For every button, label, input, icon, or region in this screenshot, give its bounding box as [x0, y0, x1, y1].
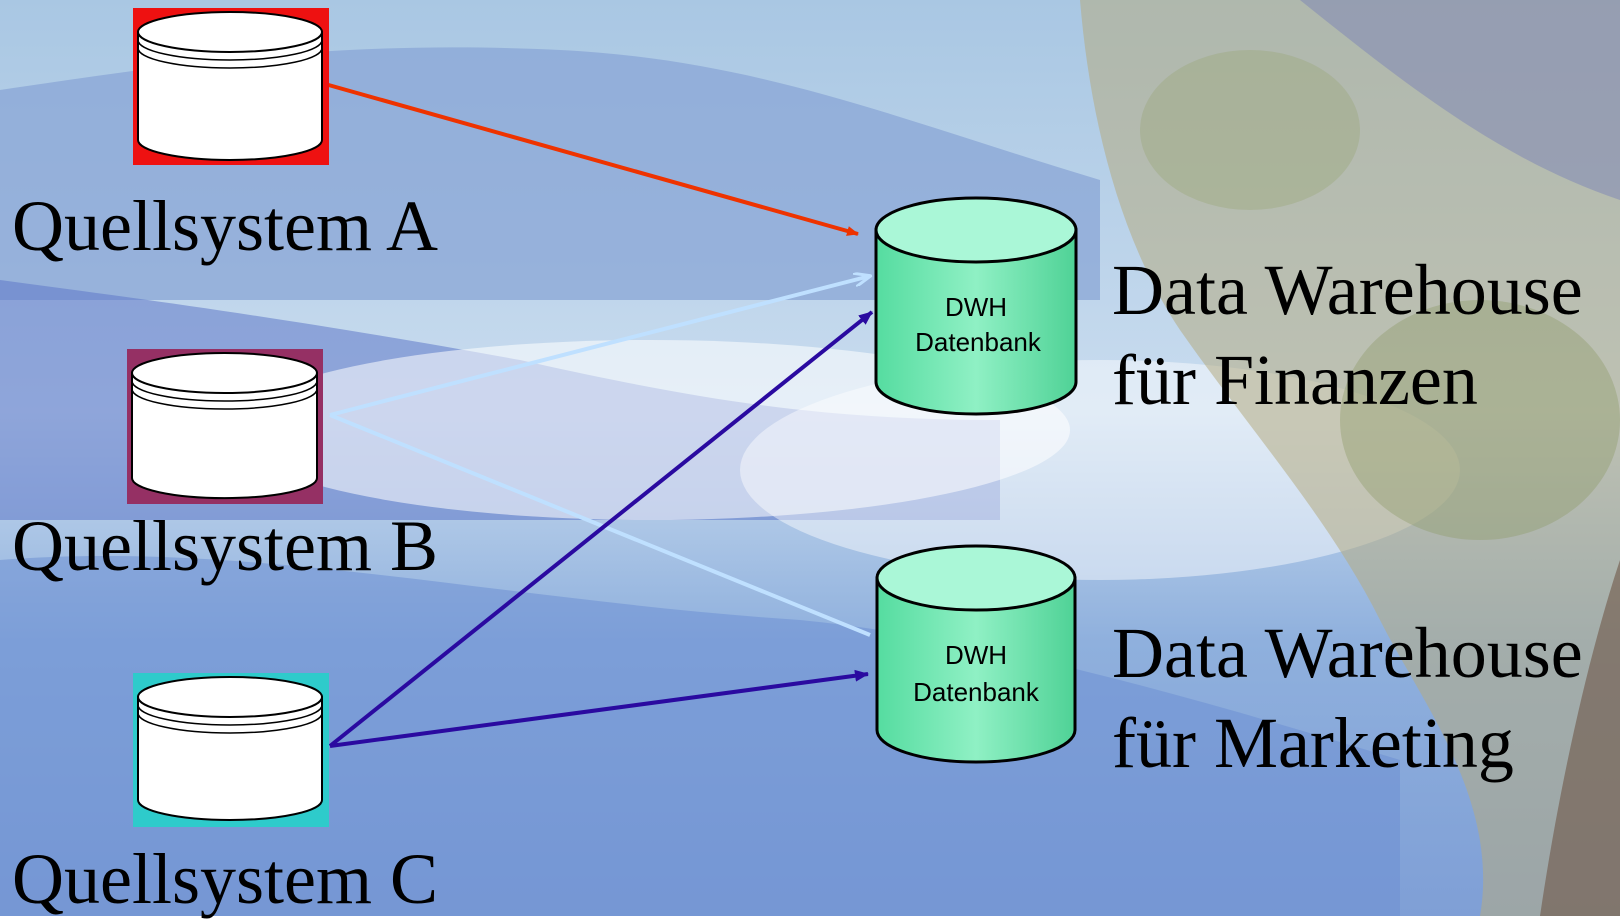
dwh-finance-database-icon	[874, 196, 1078, 416]
dwh-finance-title: Data Warehouse für Finanzen	[1112, 245, 1583, 425]
source-c-label: Quellsystem C	[12, 839, 438, 919]
dwh-marketing-title-line2: für Marketing	[1112, 703, 1514, 783]
arrow-b-to-finance	[329, 276, 870, 417]
dwh-finance-db-line2: Datenbank	[915, 327, 1042, 357]
dwh-finance-db-line1: DWH	[945, 292, 1007, 322]
arrow-c-to-finance	[328, 310, 874, 748]
dwh-finance-title-line2: für Finanzen	[1112, 340, 1478, 420]
dwh-marketing-title: Data Warehouse für Marketing	[1112, 608, 1583, 788]
source-b-database-icon	[127, 349, 323, 504]
source-c-database-icon	[133, 673, 329, 827]
arrow-c-to-marketing	[329, 669, 869, 748]
connector-b-to-marketing	[329, 413, 871, 637]
dwh-marketing-database-icon	[875, 544, 1077, 764]
dwh-marketing-db-line1: DWH	[945, 640, 1007, 670]
dwh-marketing-db-line2: Datenbank	[913, 677, 1040, 707]
dwh-finance-title-line1: Data Warehouse	[1112, 250, 1583, 330]
dwh-marketing-title-line1: Data Warehouse	[1112, 613, 1583, 693]
source-a-label: Quellsystem A	[12, 186, 438, 266]
source-b-label: Quellsystem B	[12, 506, 438, 586]
source-a-database-icon	[133, 8, 329, 165]
arrow-a-to-finance	[324, 82, 859, 236]
